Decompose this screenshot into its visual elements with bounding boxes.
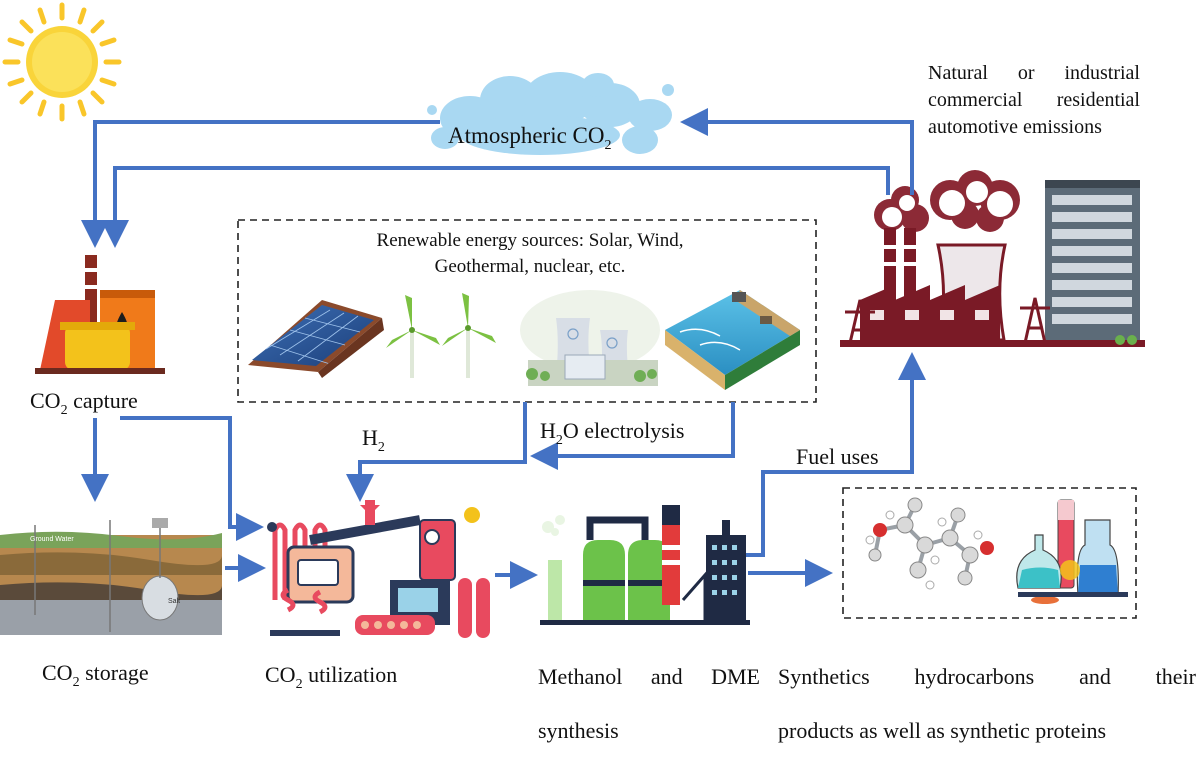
co2-capture-icon <box>35 255 165 374</box>
factory-emissions-icon <box>840 170 1145 347</box>
electrolysis-text: O electrolysis <box>562 418 685 443</box>
electrolysis-h-text: H <box>540 418 556 443</box>
utilization-text: utilization <box>302 662 398 687</box>
co2-utilization-label: CO2 utilization <box>265 662 397 694</box>
utilization-co-text: CO <box>265 662 296 687</box>
renewable-line-2: Geothermal, nuclear, etc. <box>434 255 626 277</box>
lab-flasks-icon <box>1016 499 1128 604</box>
sun-icon <box>2 2 122 122</box>
co2-cycle-diagram: Ground Water Salt <box>0 2 1145 638</box>
emissions-label: Natural or industrial commercial residen… <box>928 60 1140 141</box>
co2-storage-icon: Ground Water Salt <box>0 518 222 635</box>
atmospheric-co2-subscript: 2 <box>604 138 612 153</box>
wind-turbine-icon <box>386 293 496 378</box>
renewable-label: Renewable energy sources: Solar, Wind, G… <box>300 228 760 279</box>
h2-label: H2 <box>362 425 385 457</box>
arrow-capture-to-utilization <box>120 416 264 541</box>
storage-subscript: 2 <box>72 675 80 690</box>
synthetics-line-2: products as well as synthetic proteins <box>778 718 1107 743</box>
arrow-factory-to-capture <box>101 166 890 248</box>
salt-label: Salt <box>168 598 180 605</box>
arrow-atmosphere-to-capture <box>81 120 440 248</box>
co2-capture-label: CO2 capture <box>30 388 138 420</box>
fuel-uses-label: Fuel uses <box>796 444 879 469</box>
nuclear-plant-icon <box>520 290 660 386</box>
storage-co-text: CO <box>42 660 73 685</box>
methanol-line-2: synthesis <box>538 718 619 743</box>
emissions-line-2: commercial residential <box>928 89 1140 111</box>
synthetics-box <box>842 487 1137 619</box>
arrow-renewable-to-h2 <box>346 402 527 502</box>
storage-text: storage <box>79 660 149 685</box>
electrolysis-subscript: 2 <box>555 433 563 448</box>
arrow-fuel-uses <box>746 352 926 557</box>
cloud-icon <box>427 72 674 155</box>
synthetics-line-1: Synthetics hydrocarbons and their <box>778 664 1196 689</box>
capture-co-text: CO <box>30 388 61 413</box>
utilization-subscript: 2 <box>295 677 303 692</box>
methanol-dme-plant-icon <box>540 505 750 625</box>
h2-subscript: 2 <box>377 440 385 455</box>
synthetics-label: Synthetics hydrocarbons and their produc… <box>778 650 1196 758</box>
solar-panel-icon <box>248 300 384 378</box>
methanol-dme-label: Methanol and DME synthesis <box>538 650 760 758</box>
arrow-electrolysis <box>530 402 735 470</box>
electrolysis-label: H2O electrolysis <box>540 418 684 450</box>
atmospheric-co2-text: Atmospheric CO <box>448 123 605 148</box>
co2-storage-label: CO2 storage <box>42 660 149 692</box>
methanol-line-1: Methanol and DME <box>538 664 760 689</box>
h2-h-text: H <box>362 425 378 450</box>
molecule-icon <box>865 497 994 590</box>
renewable-line-1: Renewable energy sources: Solar, Wind, <box>376 230 684 251</box>
atmospheric-co2-label: Atmospheric CO2 <box>448 122 612 155</box>
emissions-line-1: Natural or industrial <box>928 62 1140 84</box>
hydro-coast-icon <box>665 290 800 390</box>
emissions-line-3: automotive emissions <box>928 116 1102 138</box>
capture-subscript: 2 <box>60 403 68 418</box>
capture-text: capture <box>67 388 138 413</box>
ground-water-label: Ground Water <box>30 536 74 543</box>
arrow-factory-to-atmosphere <box>680 108 914 195</box>
co2-utilization-icon <box>267 500 490 638</box>
